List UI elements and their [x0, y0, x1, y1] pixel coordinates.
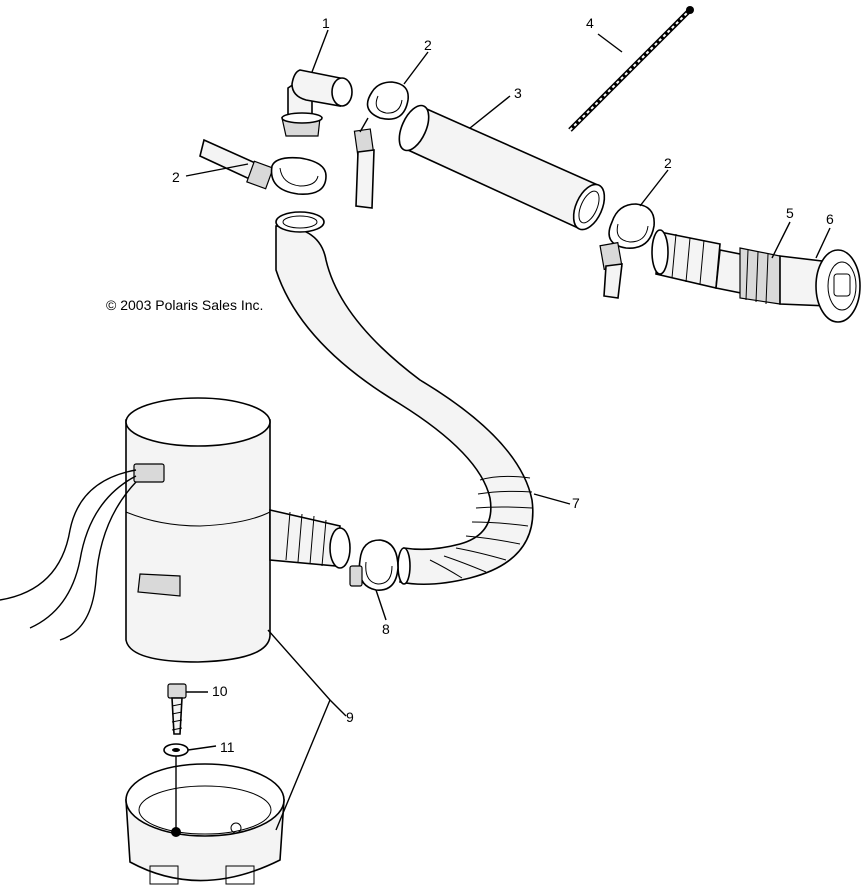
- callout-1: 1: [322, 15, 330, 31]
- cable-tie-clamp-center: [353, 81, 409, 209]
- tube: [398, 104, 606, 231]
- callout-7: 7: [572, 495, 580, 511]
- callout-8: 8: [382, 621, 390, 637]
- bilge-pump: [125, 397, 351, 663]
- callout-3: 3: [514, 85, 522, 101]
- callout-2-right: 2: [664, 155, 672, 171]
- copyright-text: © 2003 Polaris Sales Inc.: [106, 297, 263, 313]
- callout-11: 11: [220, 739, 235, 755]
- wire-strip: [568, 6, 694, 132]
- hose-clamp: [349, 539, 399, 591]
- leader-lines: [175, 29, 831, 831]
- pump-base: [125, 763, 285, 885]
- callout-6: 6: [826, 211, 834, 227]
- cable-tie-clamp-right: [599, 203, 655, 299]
- pump-wires: [0, 469, 137, 641]
- callout-10: 10: [212, 683, 228, 699]
- cable-tie-clamp-left: [199, 138, 327, 195]
- callout-5: 5: [786, 205, 794, 221]
- callout-4: 4: [586, 15, 594, 31]
- hose: [275, 211, 534, 586]
- screw: [167, 683, 187, 735]
- callout-9: 9: [346, 709, 354, 725]
- washer: [163, 743, 189, 757]
- callout-2-left: 2: [172, 169, 180, 185]
- elbow-fitting: [281, 69, 353, 137]
- callout-2-center: 2: [424, 37, 432, 53]
- thru-hull-fitting: [651, 229, 861, 323]
